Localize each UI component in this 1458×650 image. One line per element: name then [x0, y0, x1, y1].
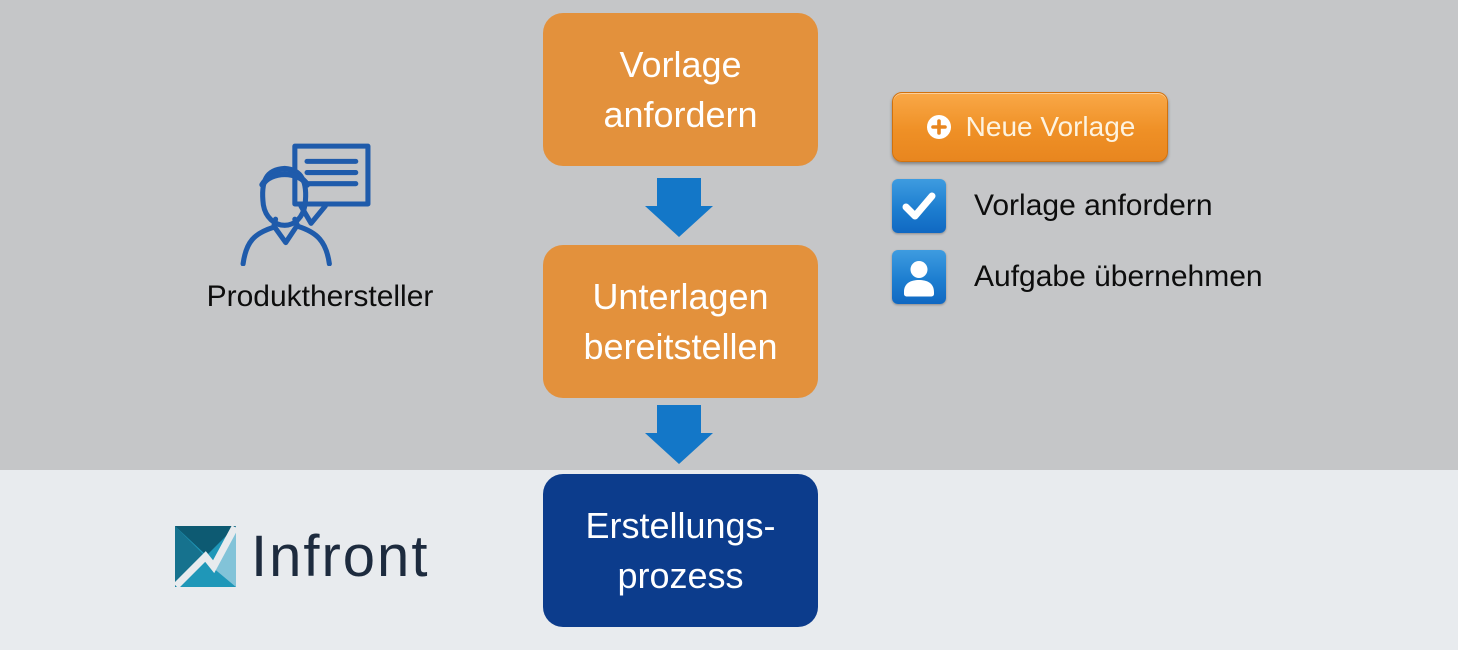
- brand-wordmark: Infront: [251, 524, 430, 589]
- legend-item-vorlage-anfordern: Vorlage anfordern: [892, 179, 1213, 233]
- infront-logo-icon: [175, 526, 236, 587]
- actor-label: Produkthersteller: [206, 280, 434, 313]
- down-arrow-icon: [645, 178, 713, 237]
- actor-produkthersteller: Produkthersteller: [186, 142, 454, 314]
- flow-box-vorlage-anfordern: Vorlage anfordern: [543, 13, 818, 166]
- neue-vorlage-button[interactable]: Neue Vorlage: [892, 92, 1168, 162]
- person-icon: [892, 250, 946, 304]
- legend-item-label: Vorlage anfordern: [974, 189, 1213, 222]
- flow-box-erstellungsprozess: Erstellungs- prozess: [543, 474, 818, 627]
- neue-vorlage-button-label: Neue Vorlage: [965, 111, 1136, 142]
- down-arrow-icon: [645, 405, 713, 464]
- flow-box-label: Erstellungs- prozess: [585, 504, 776, 596]
- person-speech-bubble-icon: [240, 143, 371, 266]
- brand-infront: Infront: [175, 523, 429, 590]
- legend-item-aufgabe-uebernehmen: Aufgabe übernehmen: [892, 250, 1263, 304]
- legend-item-label: Aufgabe übernehmen: [974, 260, 1263, 293]
- check-icon: [892, 179, 946, 233]
- flow-box-label: Vorlage anfordern: [603, 43, 758, 135]
- flow-box-label: Unterlagen bereitstellen: [583, 275, 778, 367]
- plus-circle-icon: [926, 115, 951, 139]
- flow-box-unterlagen-bereitstellen: Unterlagen bereitstellen: [543, 245, 818, 398]
